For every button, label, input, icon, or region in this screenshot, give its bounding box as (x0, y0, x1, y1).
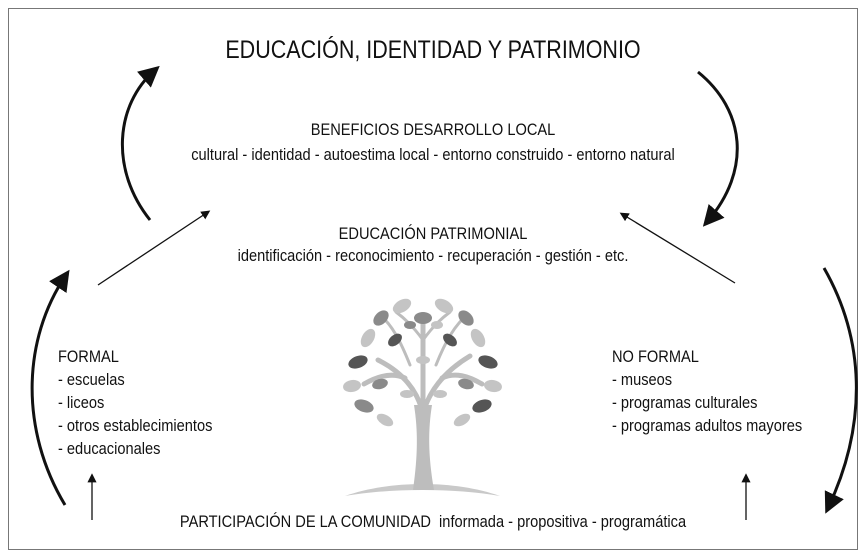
diagram-title: EDUCACIÓN, IDENTIDAD Y PATRIMONIO (225, 36, 641, 64)
formal-item: - liceos (58, 393, 105, 412)
formal-item: - otros establecimientos (58, 416, 213, 435)
formal-item: - educacionales (58, 439, 161, 458)
formal-column: FORMAL - escuelas - liceos - otros estab… (58, 345, 212, 460)
non-formal-item: - programas adultos mayores (612, 416, 803, 435)
non-formal-column: NO FORMAL - museos - programas culturale… (612, 345, 802, 437)
community-participation: PARTICIPACIÓN DE LA COMUNIDAD informada … (61, 512, 806, 532)
heritage-education-heading: EDUCACIÓN PATRIMONIAL (338, 224, 528, 243)
formal-item: - escuelas (58, 370, 125, 389)
community-qualifiers: informada - propositiva - programática (439, 512, 687, 531)
non-formal-item: - programas culturales (612, 393, 758, 412)
arrow-nonformal-to-education (619, 212, 736, 284)
diagram-frame (8, 8, 858, 550)
cycle-arrow-right (822, 267, 858, 514)
tree-icon (343, 298, 502, 496)
arrow-formal-to-education (97, 210, 211, 286)
non-formal-heading: NO FORMAL (612, 347, 699, 366)
cycle-arrow-top-right (697, 70, 739, 227)
benefits-items: cultural - identidad - autoestima local … (191, 145, 675, 164)
formal-heading: FORMAL (58, 347, 119, 366)
non-formal-item: - museos (612, 370, 673, 389)
cycle-arrow-left (30, 269, 70, 506)
heritage-education-items: identificación - reconocimiento - recupe… (237, 246, 629, 265)
benefits-heading: BENEFICIOS DESARROLLO LOCAL (310, 120, 556, 139)
community-label: PARTICIPACIÓN DE LA COMUNIDAD (179, 512, 431, 531)
cycle-arrow-top-left (121, 65, 160, 221)
